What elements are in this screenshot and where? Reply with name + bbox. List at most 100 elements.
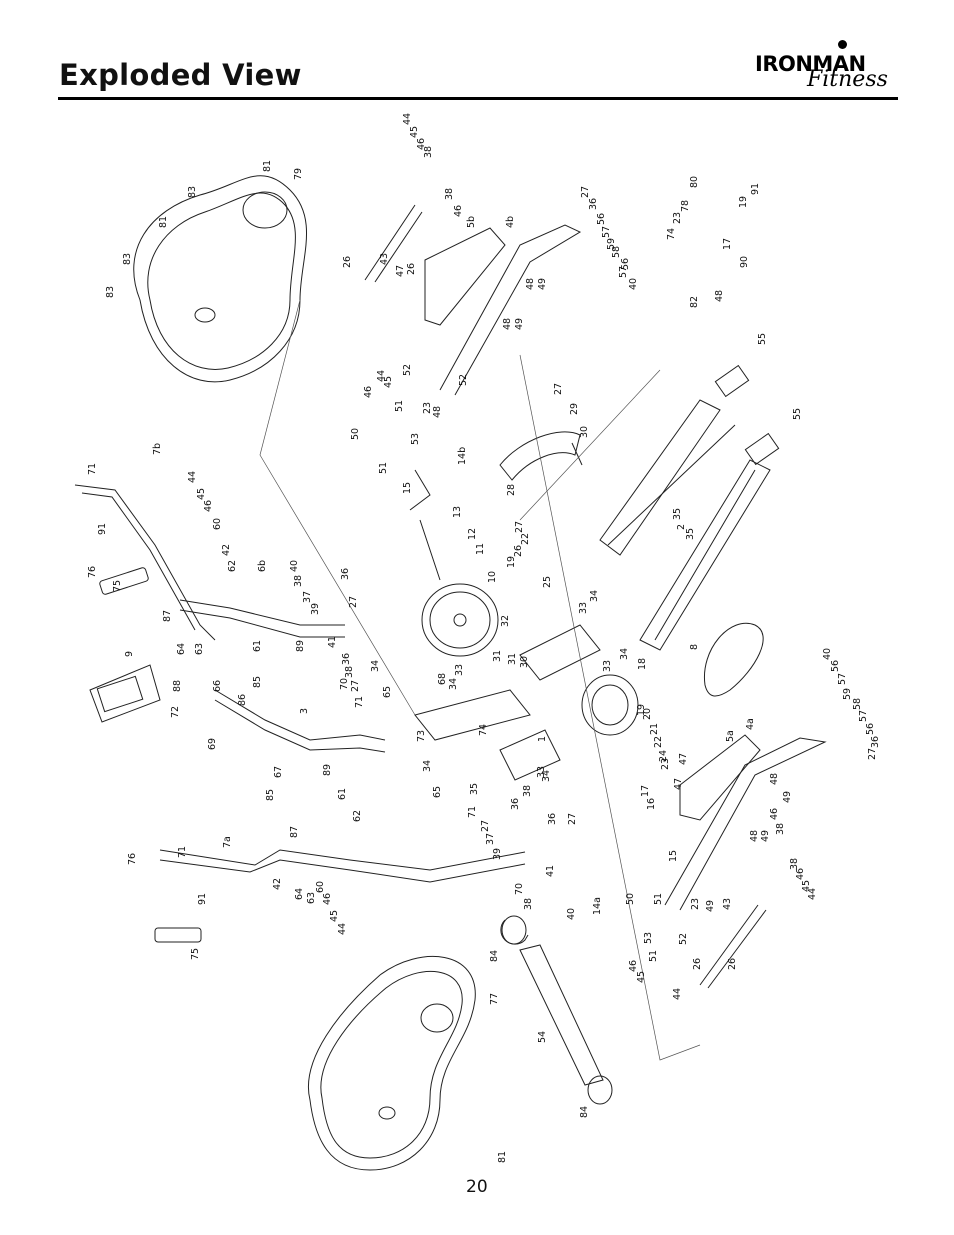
callout-label: 19 [506,556,517,568]
callout-label: 33 [602,660,613,672]
callout-label: 45 [636,971,647,983]
callout-label: 33 [454,664,465,676]
callout-label: 70 [514,883,525,895]
callout-label: 17 [722,238,733,250]
callout-label: 6b [257,560,268,572]
callout-label: 56 [596,213,607,225]
callout-label: 69 [207,738,218,750]
callout-label: 81 [158,216,169,228]
callout-label: 78 [680,200,691,212]
callout-label: 26 [727,958,738,970]
callout-label: 27 [553,383,564,395]
header-rule [58,97,898,100]
callout-label: 28 [506,484,517,496]
callout-label: 50 [625,893,636,905]
callout-label: 24 [658,750,669,762]
part-callouts: 81 79 83 81 83 83 71 7b 44 45 46 60 42 6… [87,113,881,1163]
callout-label: 36 [510,798,521,810]
callout-label: 38 [522,785,533,797]
shroud-top [133,175,308,383]
callout-label: 42 [272,878,283,890]
callout-label: 38 [775,823,786,835]
callout-label: 30 [579,426,590,438]
callout-label: 49 [705,900,716,912]
callout-label: 44 [402,113,413,125]
callout-label: 46 [628,960,639,972]
callout-label: 46 [416,138,427,150]
callout-label: 35 [469,783,480,795]
callout-label: 27 [350,680,361,692]
callout-label: 46 [363,386,374,398]
callout-label: 64 [176,643,187,655]
callout-label: 38 [344,666,355,678]
callout-label: 23 [672,212,683,224]
callout-label: 59 [842,688,853,700]
callout-label: 11 [475,543,486,555]
callout-label: 39 [310,603,321,615]
callout-label: 15 [402,482,413,494]
callout-label: 5a [725,730,736,742]
callout-label: 83 [105,286,116,298]
drive-belt [703,622,764,697]
callout-label: 87 [289,826,300,838]
callout-label: 55 [757,333,768,345]
callout-label: 72 [170,706,181,718]
callout-label: 40 [566,908,577,920]
callout-label: 84 [489,950,500,962]
callout-label: 77 [489,993,500,1005]
callout-label: 44 [337,923,348,935]
callout-label: 38 [423,146,434,158]
callout-label: 41 [327,636,338,648]
callout-label: 64 [294,888,305,900]
callout-label: 52 [678,933,689,945]
callout-label: 10 [487,571,498,583]
callout-label: 49 [760,830,771,842]
callout-label: 34 [448,678,459,690]
callout-label: 38 [293,575,304,587]
callout-label: 66 [212,680,223,692]
callout-label: 61 [337,788,348,800]
callout-label: 49 [514,318,525,330]
console [89,664,161,723]
callout-label: 53 [410,433,421,445]
callout-label: 22 [520,533,531,545]
callout-label: 82 [689,296,700,308]
callout-label: 7a [222,836,233,848]
callout-label: 87 [162,610,173,622]
callout-label: 46 [322,893,333,905]
callout-label: 12 [467,528,478,540]
callout-label: 63 [306,892,317,904]
logo-subtitle: Fitness [807,67,888,92]
callout-label: 62 [352,810,363,822]
callout-label: 76 [87,566,98,578]
callout-label: 36 [588,198,599,210]
callout-label: 32 [500,615,511,627]
callout-label: 19 [636,704,647,716]
callout-label: 60 [212,518,223,530]
callout-label: 90 [739,256,750,268]
callout-label: 35 [672,508,683,520]
callout-label: 47 [678,753,689,765]
callout-label: 47 [673,778,684,790]
callout-label: 74 [478,724,489,736]
callout-label: 53 [643,932,654,944]
callout-label: 31 [507,653,518,665]
callout-label: 75 [112,580,123,592]
callout-label: 57 [837,673,848,685]
callout-label: 70 [339,678,350,690]
callout-label: 44 [376,370,387,382]
callout-label: 79 [293,168,304,180]
callout-label: 91 [750,183,761,195]
callout-label: 13 [452,506,463,518]
callout-label: 56 [830,660,841,672]
callout-label: 54 [537,1031,548,1043]
callout-label: 29 [569,403,580,415]
logo-figure-icon [838,40,847,49]
pedal-right [424,227,506,326]
base-rail [599,399,721,556]
callout-label: 44 [672,988,683,1000]
callout-label: 14b [457,447,468,465]
callout-label: 45 [409,126,420,138]
callout-label: 38 [444,188,455,200]
